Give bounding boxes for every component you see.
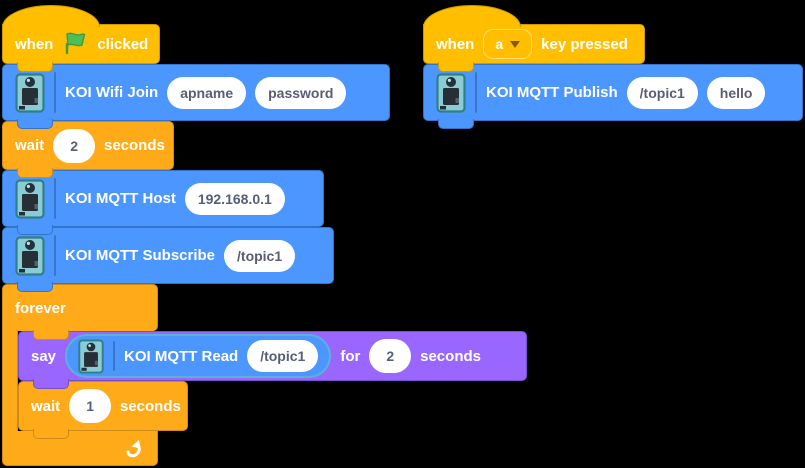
key-pressed-label: key pressed xyxy=(541,35,628,53)
mqtt-host-input[interactable]: 192.168.0.1 xyxy=(184,182,285,215)
block-wait-1-seconds[interactable]: wait 1 seconds xyxy=(18,381,188,439)
dropdown-caret-icon xyxy=(510,40,521,48)
block-when-flag-clicked[interactable]: when clicked xyxy=(2,5,160,72)
say-label: say xyxy=(31,347,57,365)
mqtt-subscribe-label: KOI MQTT Subscribe xyxy=(65,247,216,264)
koi-device-icon xyxy=(15,178,45,219)
seconds-label: seconds xyxy=(103,137,165,154)
icon-divider xyxy=(113,341,116,371)
wait-label: wait xyxy=(31,397,61,415)
block-notch-tab xyxy=(33,429,69,439)
mqtt-read-label: KOI MQTT Read xyxy=(124,347,239,365)
icon-divider xyxy=(54,178,56,219)
hat-dome xyxy=(423,5,521,27)
mqtt-publish-label: KOI MQTT Publish xyxy=(486,84,618,101)
green-flag-icon xyxy=(62,31,88,57)
koi-device-icon xyxy=(15,235,45,276)
block-notch-tab xyxy=(17,168,53,178)
icon-divider xyxy=(54,235,56,276)
clicked-label: clicked xyxy=(97,35,149,53)
apname-input[interactable]: apname xyxy=(167,76,247,109)
mqtt-host-label: KOI MQTT Host xyxy=(65,190,176,207)
password-input[interactable]: password xyxy=(255,76,347,109)
block-koi-mqtt-publish[interactable]: KOI MQTT Publish /topic1 hello xyxy=(423,64,803,129)
when-label: when xyxy=(436,35,475,53)
block-koi-mqtt-subscribe[interactable]: KOI MQTT Subscribe /topic1 xyxy=(2,227,334,292)
for-label: for xyxy=(340,347,361,365)
block-say-for-seconds[interactable]: say KOI MQTT Read /topic1 for 2 seconds xyxy=(18,331,527,389)
block-notch-tab xyxy=(17,62,53,72)
forever-label: forever xyxy=(15,299,66,317)
key-dropdown-value: a xyxy=(495,36,504,52)
wait-duration-input[interactable]: 2 xyxy=(53,128,95,163)
icon-divider xyxy=(54,72,56,113)
block-notch-tab xyxy=(17,282,53,292)
subscribe-topic-input[interactable]: /topic1 xyxy=(224,239,296,272)
block-when-key-pressed[interactable]: when a key pressed xyxy=(423,5,645,72)
publish-message-input[interactable]: hello xyxy=(706,76,766,109)
publish-topic-input[interactable]: /topic1 xyxy=(626,76,698,109)
seconds-label: seconds xyxy=(119,397,181,415)
block-notch-tab xyxy=(33,379,69,389)
say-duration-input[interactable]: 2 xyxy=(369,339,412,373)
forever-left-arm[interactable] xyxy=(2,330,18,432)
block-koi-mqtt-read[interactable]: KOI MQTT Read /topic1 xyxy=(65,334,332,378)
block-notch-tab xyxy=(438,119,474,129)
key-dropdown[interactable]: a xyxy=(483,29,533,59)
block-koi-wifi-join[interactable]: KOI Wifi Join apname password xyxy=(2,64,390,129)
koi-device-icon xyxy=(78,339,104,374)
block-notch-tab xyxy=(17,119,53,129)
block-koi-mqtt-host[interactable]: KOI MQTT Host 192.168.0.1 xyxy=(2,170,324,235)
wait-label: wait xyxy=(15,137,45,154)
wait-duration-input[interactable]: 1 xyxy=(69,389,111,423)
block-notch-tab xyxy=(438,62,474,72)
loop-arrow-icon xyxy=(123,439,145,458)
wifi-join-label: KOI Wifi Join xyxy=(65,84,159,101)
forever-bottom-bar[interactable] xyxy=(2,431,158,466)
seconds-label: seconds xyxy=(420,347,481,365)
when-label: when xyxy=(15,35,54,53)
read-topic-input[interactable]: /topic1 xyxy=(247,340,319,372)
block-notch-tab xyxy=(17,225,53,235)
hat-dome xyxy=(2,5,100,27)
koi-device-icon xyxy=(436,72,466,113)
block-notch-tab xyxy=(33,330,69,340)
icon-divider xyxy=(475,72,477,113)
koi-device-icon xyxy=(15,72,45,113)
